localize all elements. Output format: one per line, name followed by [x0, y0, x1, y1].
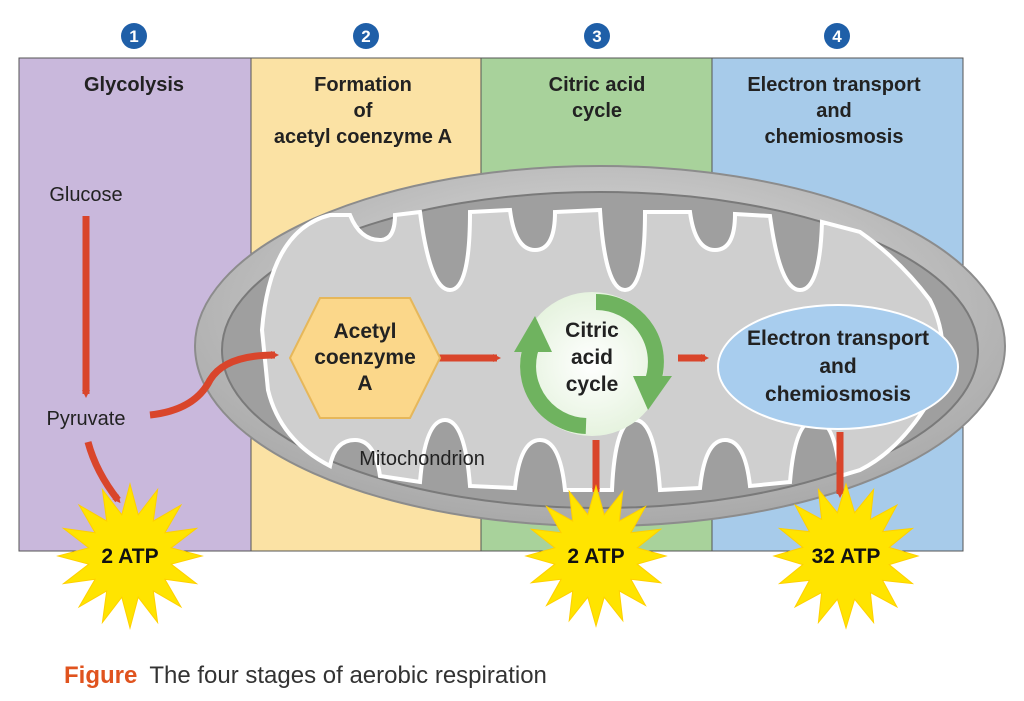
svg-text:chemiosmosis: chemiosmosis: [765, 383, 911, 406]
caption-text: The four stages of aerobic respiration: [149, 662, 547, 689]
svg-text:2: 2: [361, 27, 370, 46]
svg-text:cycle: cycle: [566, 373, 619, 396]
stage-4-title-line-1: Electron transport: [747, 74, 921, 96]
caption-prefix: Figure: [64, 662, 138, 689]
atp-starburst-etc: 32 ATP: [772, 482, 920, 630]
acetyl-coa-hexagon: Acetyl coenzyme A: [288, 297, 442, 419]
stage-4-title-line-2: and: [816, 100, 852, 122]
svg-text:Citric: Citric: [565, 319, 619, 342]
figure-caption: Figure The four stages of aerobic respira…: [64, 662, 547, 690]
svg-text:and: and: [819, 355, 856, 378]
cycle-arrow-right: [595, 294, 664, 392]
atp-starburst-glycolysis: 2 ATP: [56, 482, 204, 630]
svg-text:2 ATP: 2 ATP: [101, 545, 158, 568]
svg-text:A: A: [357, 372, 372, 395]
svg-text:2 ATP: 2 ATP: [567, 545, 624, 568]
stage-2-title-line-3: acetyl coenzyme A: [274, 126, 452, 148]
svg-text:Electron transport: Electron transport: [747, 327, 929, 350]
citric-acid-cycle: Citric acid cycle: [514, 292, 672, 436]
stage-1-number-badge: 1: [121, 23, 147, 49]
svg-text:Acetyl: Acetyl: [333, 320, 396, 343]
pyruvate-to-atp-arrow: [84, 441, 121, 504]
svg-text:coenzyme: coenzyme: [314, 346, 416, 369]
svg-text:1: 1: [129, 27, 138, 46]
stage-4-title-line-3: chemiosmosis: [765, 126, 904, 148]
cycle-arrowhead-left: [514, 316, 552, 352]
svg-text:32 ATP: 32 ATP: [812, 545, 881, 568]
atp-starburst-citric: 2 ATP: [524, 484, 668, 628]
svg-text:4: 4: [832, 27, 842, 46]
stage-1-title: Glycolysis: [84, 74, 184, 96]
stage-3-title-line-1: Citric acid: [549, 74, 646, 96]
pyruvate-label: Pyruvate: [47, 408, 126, 430]
svg-text:acid: acid: [571, 346, 613, 369]
pyruvate-to-acetyl-arrow: [149, 351, 279, 419]
electron-transport-ellipse: Electron transport and chemiosmosis: [717, 304, 959, 430]
stage-3-number-badge: 3: [584, 23, 610, 49]
stage-2-number-badge: 2: [353, 23, 379, 49]
stage-2-title-line-2: of: [354, 100, 373, 122]
stage-3-title-line-2: cycle: [572, 100, 622, 122]
svg-text:3: 3: [592, 27, 601, 46]
glucose-label: Glucose: [49, 184, 122, 206]
cycle-arrowhead-right: [633, 376, 672, 410]
cycle-arrow-left: [520, 336, 587, 434]
mitochondrion-label: Mitochondrion: [359, 448, 485, 470]
stage-2-title-line-1: Formation: [314, 74, 412, 96]
stage-4-number-badge: 4: [824, 23, 850, 49]
